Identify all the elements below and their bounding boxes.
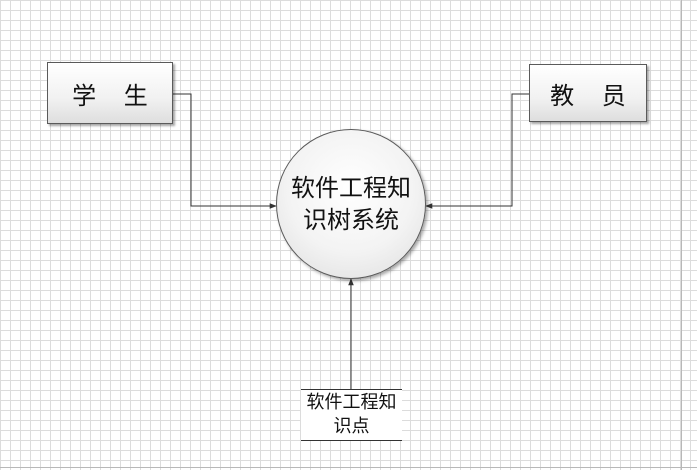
page-bottom-line bbox=[0, 467, 697, 468]
page-edge-line bbox=[681, 0, 682, 470]
entity-teacher-label: 教 员 bbox=[550, 81, 636, 110]
process-system[interactable]: 软件工程知识树系统 bbox=[276, 129, 426, 279]
entity-student[interactable]: 学 生 bbox=[47, 62, 173, 124]
entity-student-label: 学 生 bbox=[72, 81, 158, 110]
process-label: 软件工程知识树系统 bbox=[291, 174, 411, 234]
flow-teacher-to-system bbox=[425, 93, 529, 209]
entity-teacher[interactable]: 教 员 bbox=[529, 64, 647, 122]
data-store-knowledge-points[interactable]: 软件工程知识点 bbox=[301, 389, 402, 441]
data-store-label: 软件工程知识点 bbox=[306, 392, 397, 437]
flow-student-to-system bbox=[173, 93, 277, 209]
